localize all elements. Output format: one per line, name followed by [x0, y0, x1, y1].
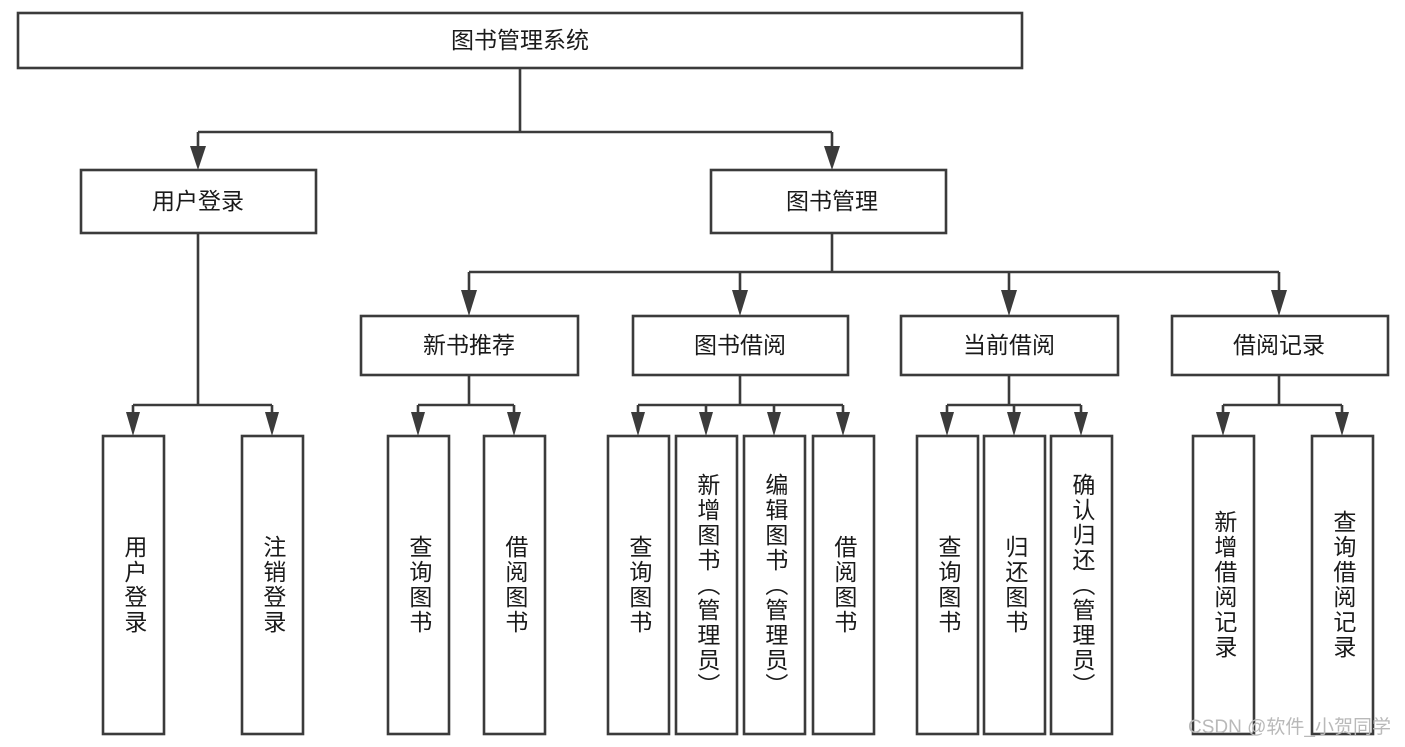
leaf-label-current-borrow-2: 归还图书 — [1001, 535, 1028, 635]
leaf-label-current-borrow-1: 查询图书 — [934, 535, 961, 635]
arrow-to-current-borrow — [1001, 290, 1017, 316]
node-current-borrow-box[interactable] — [899, 314, 1120, 377]
node-book-borrow-box[interactable] — [631, 314, 850, 377]
node-book-borrow[interactable]: 图书借阅 — [631, 314, 850, 377]
leaf-label-user-login-2-wrap: 注销登录 — [259, 535, 286, 635]
leaf-box-current-borrow-3[interactable] — [1049, 434, 1114, 736]
leaf-label-book-borrow-2: 新增图书（管理员） — [693, 472, 720, 698]
node-user-login[interactable]: 用户登录 — [79, 168, 318, 235]
arrow-nb-leaf-1 — [411, 412, 425, 436]
leaf-box-book-borrow-1[interactable] — [606, 434, 671, 736]
node-current-borrow[interactable]: 当前借阅 — [899, 314, 1120, 377]
leaf-label-user-login-1-wrap: 用户登录 — [120, 535, 147, 635]
arrow-to-new-book — [461, 290, 477, 316]
leaf-label-user-login-2: 注销登录 — [259, 535, 286, 635]
leaf-label-book-borrow-1: 查询图书 — [625, 535, 652, 635]
leaf-label-new-book-1-wrap: 查询图书 — [405, 535, 432, 635]
node-current-borrow-label: 当前借阅 — [963, 332, 1055, 358]
arrow-bb-leaf-1 — [631, 412, 645, 436]
arrow-nb-leaf-2 — [507, 412, 521, 436]
node-book-manage[interactable]: 图书管理 — [709, 168, 948, 235]
node-book-manage-box[interactable] — [709, 168, 948, 235]
leaf-label-current-borrow-3: 确认归还（管理员） — [1068, 472, 1095, 698]
arrow-cb-leaf-2 — [1007, 412, 1021, 436]
leaf-box-book-borrow-2[interactable] — [674, 434, 739, 736]
leaf-box-current-borrow-1[interactable] — [915, 434, 980, 736]
leaf-box-borrow-record-1[interactable] — [1191, 434, 1256, 736]
edges-book-borrow-to-leaves — [631, 375, 850, 436]
leaf-label-borrow-record-1: 新增借阅记录 — [1210, 510, 1237, 660]
leaf-box-new-book-2[interactable] — [482, 434, 547, 736]
leaf-box-book-borrow-3[interactable] — [742, 434, 807, 736]
leaf-box-borrow-record-2[interactable] — [1310, 434, 1375, 736]
leaf-label-book-borrow-4-wrap: 借阅图书 — [830, 535, 857, 635]
leaf-box-user-login-1[interactable] — [101, 434, 166, 736]
leaf-label-book-borrow-2-wrap: 新增图书（管理员） — [693, 472, 720, 698]
leaf-box-new-book-1[interactable] — [386, 434, 451, 736]
leaf-box-current-borrow-2[interactable] — [982, 434, 1047, 736]
node-user-login-label: 用户登录 — [152, 188, 244, 214]
arrow-br-leaf-1 — [1216, 412, 1230, 436]
node-user-login-box[interactable] — [79, 168, 318, 235]
node-book-manage-label: 图书管理 — [786, 188, 878, 214]
leaf-label-current-borrow-3-wrap: 确认归还（管理员） — [1068, 472, 1095, 698]
leaf-label-new-book-2: 借阅图书 — [501, 535, 528, 635]
leaf-label-new-book-2-wrap: 借阅图书 — [501, 535, 528, 635]
edges-borrow-record-to-leaves — [1216, 375, 1349, 436]
leaf-label-borrow-record-2-wrap: 查询借阅记录 — [1329, 510, 1356, 660]
arrow-ul-leaf-2 — [265, 412, 279, 436]
leaf-box-book-borrow-4[interactable] — [811, 434, 876, 736]
leaf-label-current-borrow-1-wrap: 查询图书 — [934, 535, 961, 635]
node-new-book[interactable]: 新书推荐 — [359, 314, 580, 377]
leaf-label-borrow-record-1-wrap: 新增借阅记录 — [1210, 510, 1237, 660]
leaf-label-book-borrow-4: 借阅图书 — [830, 535, 857, 635]
leaf-label-book-borrow-1-wrap: 查询图书 — [625, 535, 652, 635]
node-borrow-record-box[interactable] — [1170, 314, 1390, 377]
leaf-label-new-book-1: 查询图书 — [405, 535, 432, 635]
leaf-label-book-borrow-3-wrap: 编辑图书（管理员） — [761, 472, 788, 698]
node-borrow-record[interactable]: 借阅记录 — [1170, 314, 1390, 377]
leaf-label-borrow-record-2: 查询借阅记录 — [1329, 510, 1356, 660]
leaf-boxes — [101, 434, 1375, 736]
arrow-bb-leaf-4 — [836, 412, 850, 436]
arrow-to-borrow-record — [1271, 290, 1287, 316]
node-new-book-label: 新书推荐 — [423, 332, 515, 358]
arrow-bb-leaf-2 — [699, 412, 713, 436]
node-root[interactable]: 图书管理系统 — [16, 11, 1024, 70]
node-borrow-record-label: 借阅记录 — [1233, 332, 1325, 358]
node-root-label: 图书管理系统 — [451, 27, 589, 53]
edges-root-to-level2 — [190, 68, 840, 170]
edges-user-login-to-leaves — [126, 233, 279, 436]
edges-book-manage-to-level3 — [461, 233, 1287, 316]
arrow-ul-leaf-1 — [126, 412, 140, 436]
leaf-label-book-borrow-3: 编辑图书（管理员） — [761, 472, 788, 698]
edges-new-book-to-leaves — [411, 375, 521, 436]
arrow-to-book-borrow — [732, 290, 748, 316]
edges-current-borrow-to-leaves — [940, 375, 1088, 436]
node-root-box[interactable] — [16, 11, 1024, 70]
node-book-borrow-label: 图书借阅 — [694, 332, 786, 358]
arrow-br-leaf-2 — [1335, 412, 1349, 436]
leaf-label-user-login-1: 用户登录 — [120, 535, 147, 635]
leaf-label-current-borrow-2-wrap: 归还图书 — [1001, 535, 1028, 635]
node-new-book-box[interactable] — [359, 314, 580, 377]
arrow-cb-leaf-3 — [1074, 412, 1088, 436]
arrow-cb-leaf-1 — [940, 412, 954, 436]
arrow-to-user-login — [190, 146, 206, 170]
arrow-to-book-manage — [824, 146, 840, 170]
leaf-box-user-login-2[interactable] — [240, 434, 305, 736]
arrow-bb-leaf-3 — [767, 412, 781, 436]
